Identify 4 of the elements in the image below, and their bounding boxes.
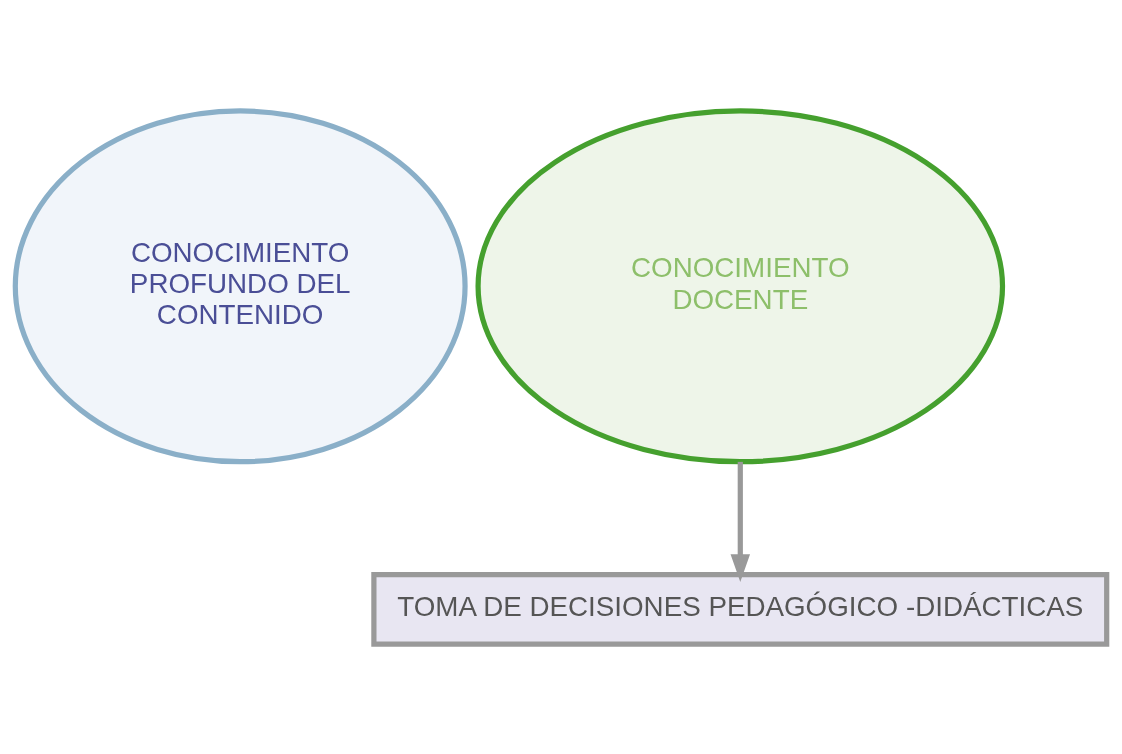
arrow	[730, 461, 751, 582]
node-ellipse: CONOCIMIENTO PROFUNDO DEL CONTENIDO	[12, 107, 468, 464]
node-box: TOMA DE DECISIONES PEDAGÓGICO -DIDÁCTICAS	[371, 571, 1110, 647]
node-ellipse: CONOCIMIENTO DOCENTE	[475, 107, 1006, 464]
